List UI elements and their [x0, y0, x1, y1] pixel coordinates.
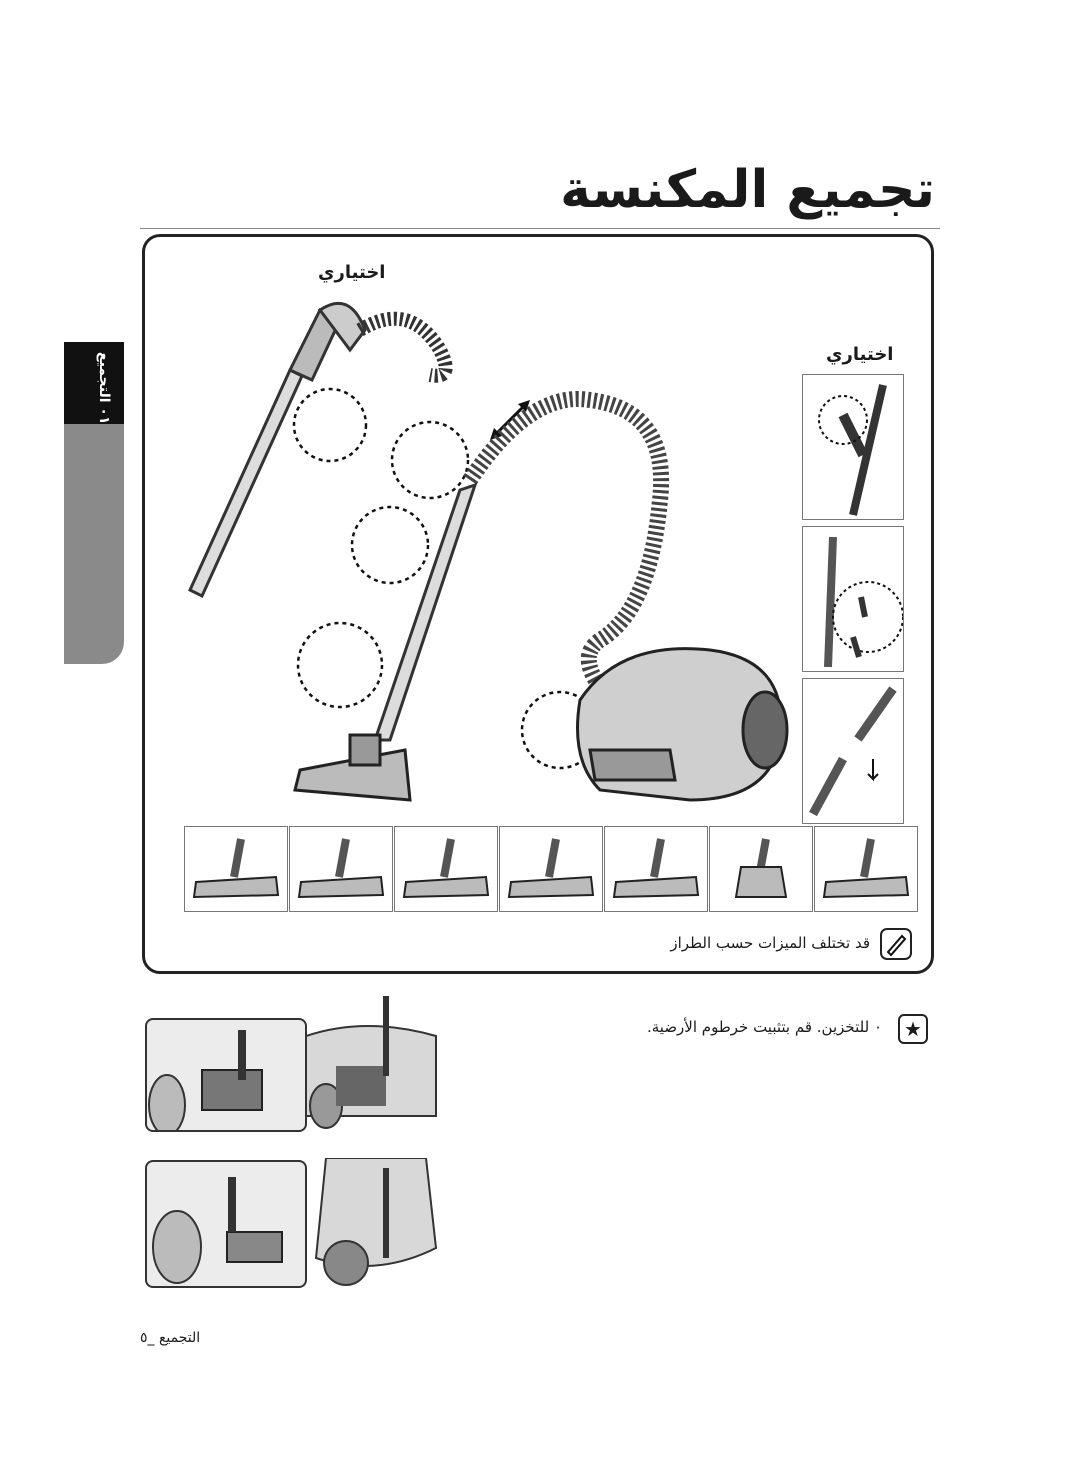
brushes-note: قد تختلف الميزات حسب الطراز	[670, 934, 870, 952]
brush-illustration	[297, 838, 385, 899]
brush-option-2	[289, 826, 393, 912]
brush-option-7	[814, 826, 918, 912]
storage-photo-1	[306, 996, 437, 1129]
brush-option-1	[184, 826, 288, 912]
brush-illustration	[192, 838, 280, 899]
optional-label-right: اختياري	[826, 344, 894, 365]
detail-panel-handle	[802, 374, 904, 520]
optional-label-top: اختياري	[318, 262, 386, 283]
brush-illustration	[612, 838, 700, 899]
storage-photo-1-zoom-art	[148, 1030, 263, 1130]
chapter-tab-marker	[64, 342, 124, 424]
title-divider	[140, 228, 940, 229]
brush-illustration	[507, 838, 595, 899]
chapter-tab-strip	[64, 424, 124, 664]
storage-photo-1-zoom	[145, 1018, 307, 1132]
note-icon	[880, 928, 912, 960]
page-title: تجميع المكنسة	[560, 160, 935, 220]
page-footer: التجميع _٥	[140, 1330, 201, 1346]
connect-detail-illustration	[809, 686, 897, 817]
brush-illustration	[734, 838, 788, 898]
star-icon: ★	[898, 1014, 928, 1044]
note-pen-icon	[886, 934, 907, 957]
brush-option-6	[709, 826, 813, 912]
pipe-detail-illustration	[824, 536, 904, 668]
brush-illustration	[822, 838, 910, 899]
storage-photo-2	[314, 1158, 438, 1286]
brush-option-4	[499, 826, 603, 912]
storage-photo-2-zoom-art	[152, 1177, 283, 1284]
chapter-tab-label: ٠١ التجميع	[96, 352, 112, 425]
vacuum-assembly-illustration	[188, 301, 789, 802]
detail-panel-connect	[802, 678, 904, 824]
brush-option-3	[394, 826, 498, 912]
handle-detail-illustration	[818, 384, 887, 516]
storage-note: ٠ للتخزين. قم بتثبيت خرطوم الأرضية.	[646, 1018, 882, 1036]
detail-panel-pipe	[802, 526, 904, 672]
brush-option-5	[604, 826, 708, 912]
brush-illustration	[402, 838, 490, 899]
storage-photo-2-zoom	[145, 1160, 307, 1288]
